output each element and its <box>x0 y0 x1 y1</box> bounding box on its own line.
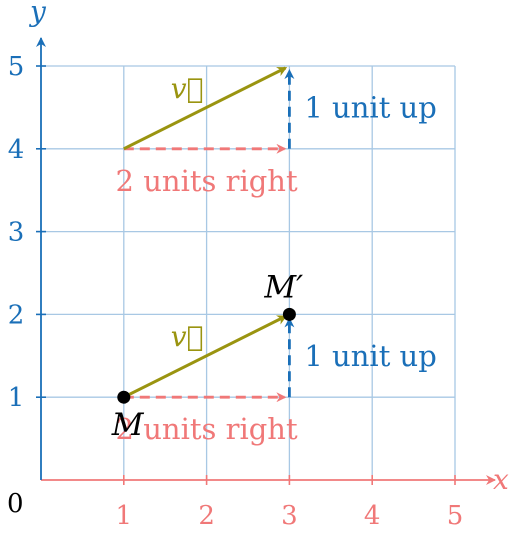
y-tick-label-1: 1 <box>8 383 25 413</box>
translation-vectors <box>123 66 288 399</box>
point-M_prime <box>282 307 296 321</box>
vector-label-lower: v⃗ <box>171 320 204 353</box>
x-tick-label-3: 3 <box>281 501 298 528</box>
x-axis-label: x <box>493 463 509 496</box>
annotations: v⃗ 2 units right 1 unit up v⃗ 2 units right 1… <box>111 72 437 446</box>
up-step-label-upper: 1 unit up <box>304 90 436 124</box>
x-tick-label-5: 5 <box>447 501 464 528</box>
y-tick-label-2: 2 <box>8 300 25 330</box>
grid <box>41 65 456 480</box>
vector-arrow-lower <box>123 315 288 399</box>
right-step-label-lower: 2 units right <box>116 412 298 446</box>
x-tick-label-4: 4 <box>364 501 381 528</box>
vector-label-upper: v⃗ <box>171 72 204 105</box>
x-tick-label-2: 2 <box>198 501 215 528</box>
step-arrows <box>123 69 295 403</box>
y-tick-label-5: 5 <box>8 52 25 82</box>
point-label-M: M <box>111 407 145 443</box>
point-label-M_prime: M′ <box>263 269 303 305</box>
points <box>117 307 296 404</box>
point-M <box>117 390 131 404</box>
y-axis-label: y <box>28 0 47 28</box>
origin-label: 0 <box>7 489 24 519</box>
right-step-label-upper: 2 units right <box>116 164 298 198</box>
y-tick-label-4: 4 <box>8 135 25 165</box>
x-tick-label-1: 1 <box>116 501 133 528</box>
axes: x y 0 1 2 3 4 5 1 2 3 4 5 <box>7 0 509 531</box>
vector-arrow-upper <box>123 66 288 151</box>
y-tick-label-3: 3 <box>8 218 25 248</box>
up-step-label-lower: 1 unit up <box>304 339 436 373</box>
